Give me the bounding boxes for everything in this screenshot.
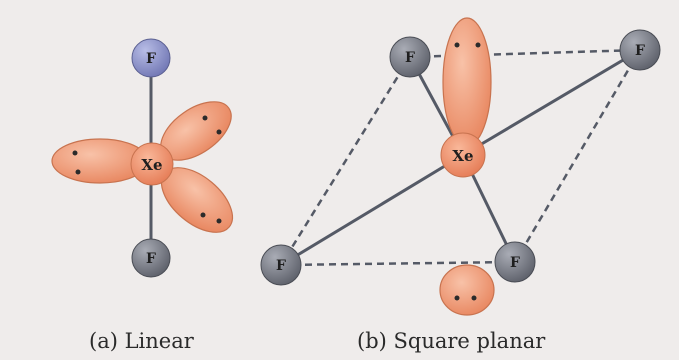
atom-label: F — [146, 251, 156, 267]
lone-pair-electron — [202, 115, 208, 121]
plane-edge-dashed — [513, 49, 642, 263]
linear-xef2-diagram: F Xe F — [51, 38, 234, 278]
fluorine-atom-upper-left: F — [389, 36, 431, 78]
atom-label: F — [405, 50, 415, 66]
lone-pair-electron — [216, 218, 222, 224]
fluorine-atom-bottom: F — [131, 238, 171, 278]
atom-label: F — [276, 258, 286, 274]
plane-edge-dashed — [279, 56, 412, 266]
square-planar-xef4-diagram: Xe F F F F — [260, 17, 661, 316]
atom-label: F — [146, 51, 156, 67]
plane-edge-dashed — [280, 260, 516, 267]
xe-f-bond — [280, 153, 464, 267]
atom-label: F — [635, 43, 645, 59]
fluorine-atom-lower-left: F — [260, 244, 302, 286]
xenon-atom-center: Xe — [130, 142, 174, 186]
lone-pair-lobe-upper — [442, 17, 492, 147]
caption-square-planar: (b) Square planar — [357, 329, 546, 353]
xe-f-bond — [462, 48, 641, 157]
atom-label: F — [510, 255, 520, 271]
caption-linear: (a) Linear — [89, 329, 195, 353]
lone-pair-electron — [216, 129, 222, 135]
xenon-atom-center: Xe — [440, 132, 486, 178]
lone-pair-lobe-lower — [439, 264, 495, 316]
fluorine-atom-lower-right: F — [494, 241, 536, 283]
atom-label: Xe — [141, 156, 162, 174]
fluorine-atom-upper-right: F — [619, 29, 661, 71]
atom-label: Xe — [452, 147, 473, 165]
fluorine-atom-top: F — [131, 38, 171, 78]
lone-pair-electron — [200, 212, 206, 218]
